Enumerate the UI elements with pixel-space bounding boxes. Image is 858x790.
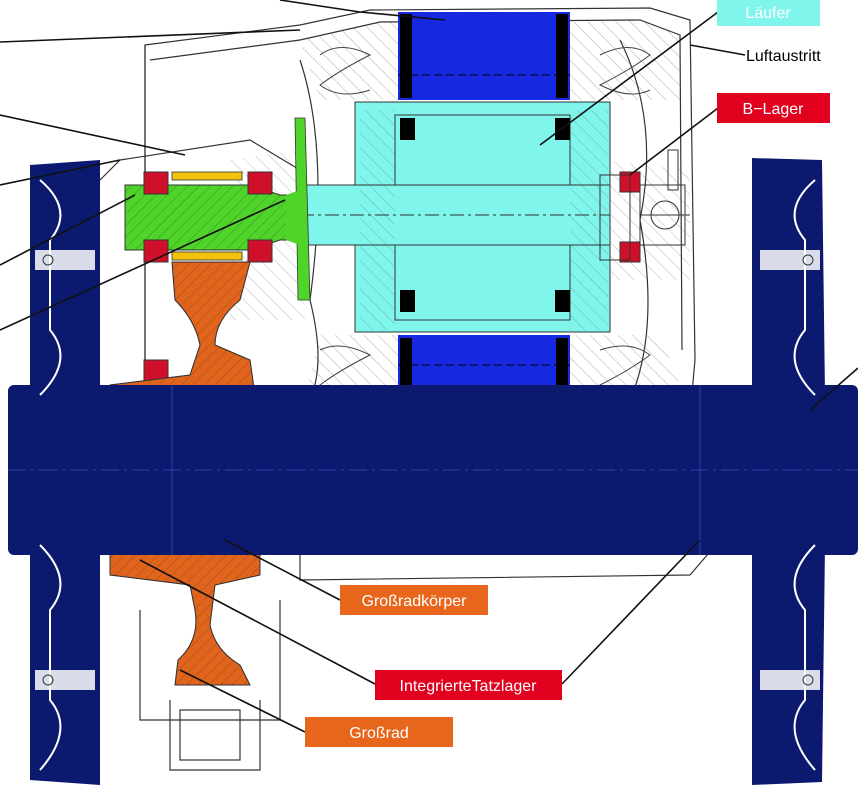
pinion-bearing-3 [247, 171, 273, 195]
wheelset-axle [8, 385, 858, 555]
b-end-shield [599, 149, 690, 261]
pinion-bearing-1 [143, 171, 169, 195]
label-b-lager: B−Lager [717, 93, 830, 123]
leader-lines [0, 0, 858, 733]
label-b-lager-text: B−Lager [743, 101, 805, 118]
right-wheel [752, 158, 825, 785]
label-grossradkoerper-text: Großradkörper [362, 593, 468, 610]
label-tatzlager: IntegrierteTatzlager [375, 670, 562, 700]
label-luftaustritt: Luftaustritt [746, 48, 821, 65]
label-tatzlager-text: IntegrierteTatzlager [400, 678, 538, 695]
left-wheel [30, 160, 100, 785]
pinion-shaft [124, 117, 311, 301]
label-grossrad-text: Großrad [349, 725, 409, 742]
label-grossrad: Großrad [305, 717, 453, 747]
pinion-bearing-4 [247, 239, 273, 263]
large-gear [109, 261, 261, 686]
label-grossradkoerper: Großradkörper [340, 585, 488, 615]
rotor [299, 101, 611, 333]
label-laeufer-text: Läufer [745, 5, 791, 22]
label-luftaustritt-text: Luftaustritt [746, 48, 821, 65]
label-laeufer: Läufer [717, 0, 820, 26]
